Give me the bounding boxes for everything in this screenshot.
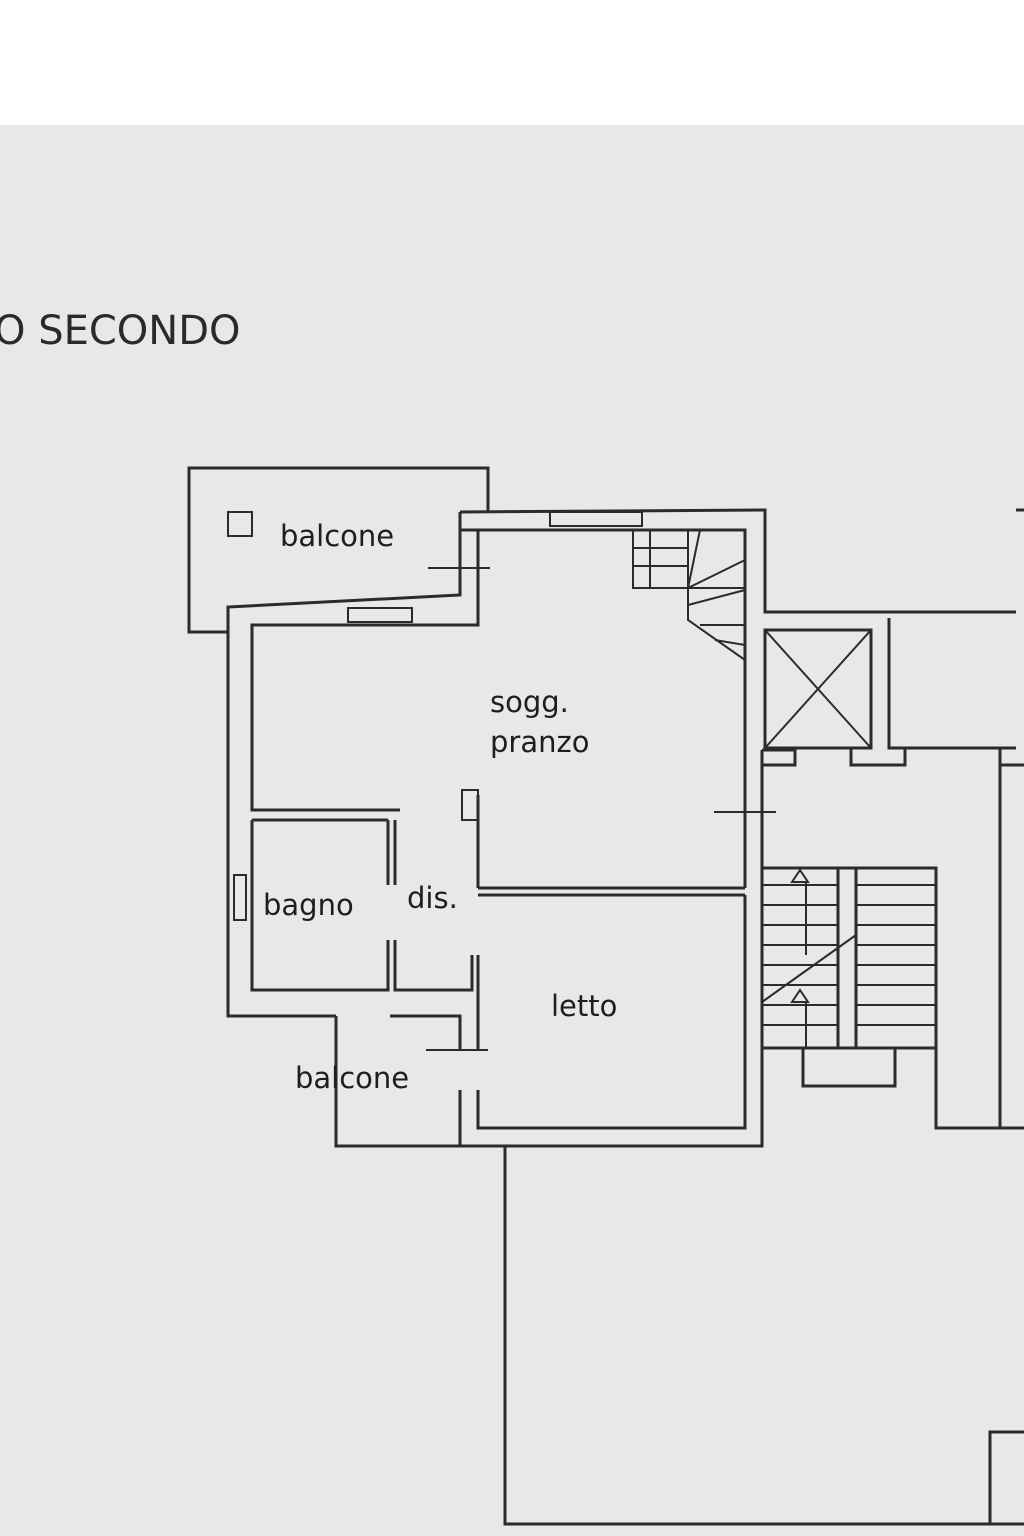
- label-balcone-top: balcone: [280, 519, 394, 553]
- label-pranzo: pranzo: [490, 725, 589, 759]
- label-bagno: bagno: [263, 888, 354, 922]
- site-outline: [503, 1146, 1024, 1526]
- lift-shaft: [762, 508, 1024, 767]
- common-staircase: [760, 765, 1024, 1130]
- paper-sheet: [0, 125, 1024, 1536]
- column-symbol: [461, 789, 479, 821]
- chimney-symbol: [227, 511, 253, 537]
- balcony-top: [187, 466, 490, 634]
- label-balcone-bottom: balcone: [295, 1061, 409, 1095]
- balcony-bottom: [334, 1016, 460, 1148]
- label-dis: dis.: [407, 881, 458, 915]
- internal-stair: [632, 529, 746, 661]
- apartment-walls: [226, 508, 1016, 1148]
- windows: [233, 511, 776, 1051]
- label-soggiorno: sogg.: [490, 685, 569, 719]
- floor-title: O SECONDO: [0, 308, 241, 354]
- label-letto: letto: [551, 989, 617, 1023]
